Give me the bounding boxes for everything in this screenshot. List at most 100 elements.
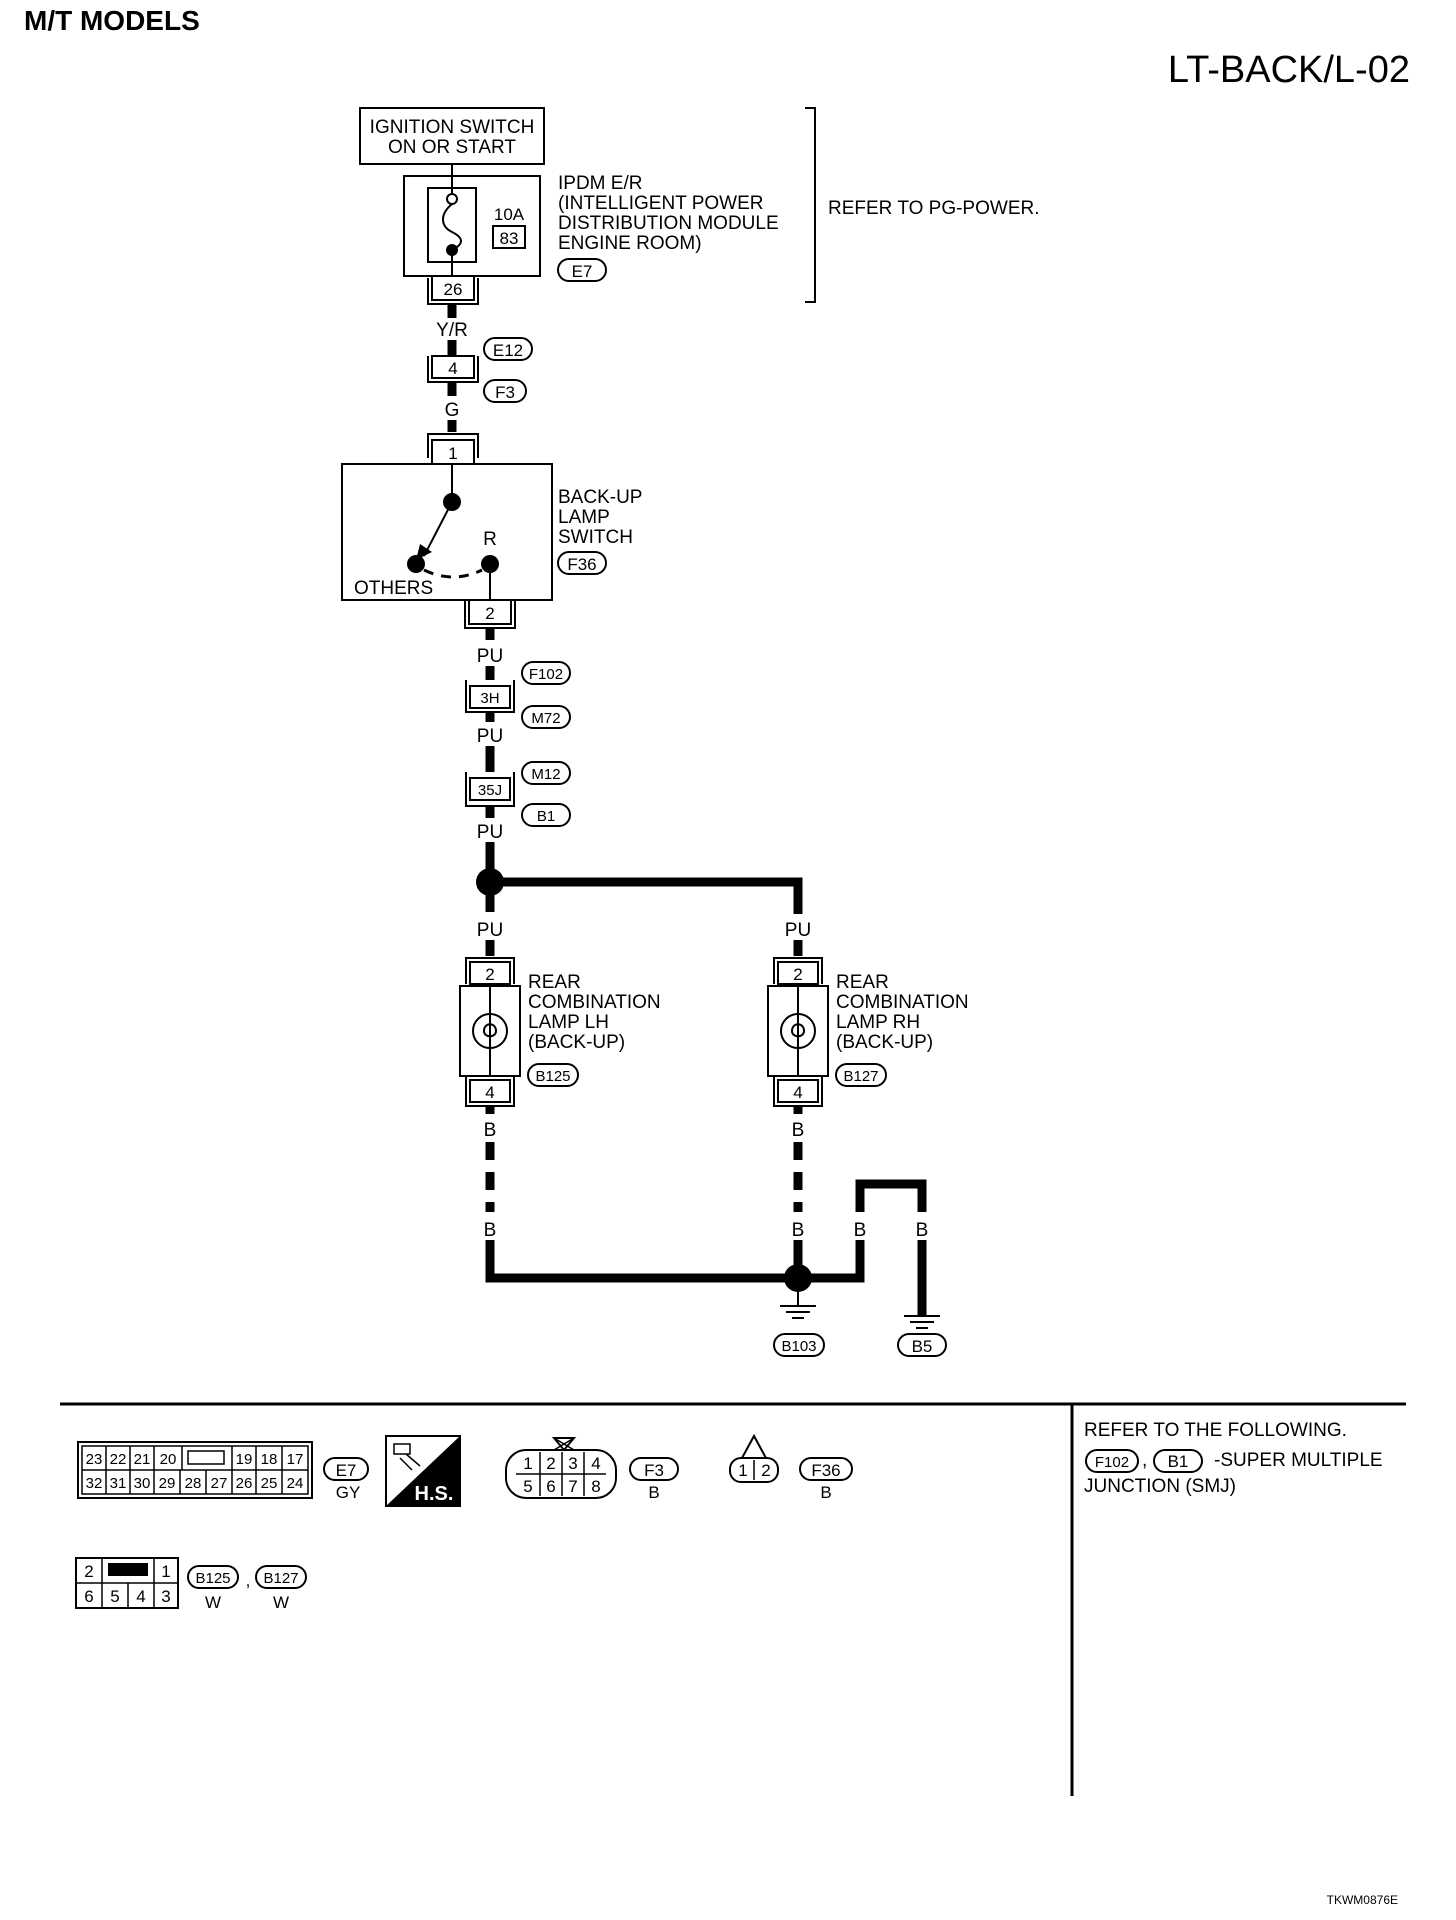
lamp-rh-label-2: COMBINATION — [836, 992, 969, 1013]
svg-text:E7: E7 — [572, 262, 593, 281]
ipdm-terminal: 26 — [427, 275, 479, 305]
svg-text:M72: M72 — [531, 710, 560, 727]
svg-text:F36: F36 — [567, 555, 596, 574]
svg-text:27: 27 — [211, 1475, 228, 1492]
svg-text:21: 21 — [134, 1451, 151, 1468]
wire-color-b-rh-top: B — [792, 1120, 805, 1141]
ignition-line-2: ON OR START — [388, 137, 516, 158]
svg-text:4: 4 — [793, 1083, 802, 1102]
svg-text:2: 2 — [485, 965, 494, 984]
svg-text:F3: F3 — [644, 1461, 664, 1480]
svg-text:4: 4 — [448, 359, 457, 378]
svg-text:4: 4 — [485, 1083, 494, 1102]
svg-text:8: 8 — [591, 1477, 600, 1496]
refer-separator: , — [1142, 1450, 1147, 1471]
connector-badge-m72: M72 — [521, 705, 571, 729]
connector-view-e7-badge: E7 GY — [323, 1457, 369, 1502]
svg-text:B127: B127 — [263, 1570, 298, 1587]
lamp-rh-label-4: (BACK-UP) — [836, 1032, 933, 1053]
connector-m12-b1: 35J — [465, 772, 515, 807]
lamp-rh-label-1: REAR — [836, 972, 889, 993]
connector-badge-f102: F102 — [521, 661, 571, 685]
fuse-rating: 10A — [494, 205, 525, 224]
svg-text:F102: F102 — [529, 666, 563, 683]
switch-dashed-link — [423, 568, 483, 579]
svg-text:B127: B127 — [843, 1068, 878, 1085]
rear-lamp-lh: 2 4 — [459, 957, 521, 1107]
svg-text:M12: M12 — [531, 766, 560, 783]
svg-text:18: 18 — [261, 1451, 278, 1468]
switch-terminal-out: 2 — [464, 599, 516, 629]
svg-text:GY: GY — [336, 1483, 361, 1502]
backup-lamp-switch: 1 R OTHERS — [341, 433, 553, 601]
harness-side-icon: H.S. — [385, 1435, 461, 1507]
refer-power-note: REFER TO PG-POWER. — [828, 198, 1040, 219]
svg-text:6: 6 — [84, 1587, 93, 1606]
fuse-icon — [442, 203, 462, 251]
svg-text:B125: B125 — [195, 1570, 230, 1587]
connector-badge-b1: B1 — [521, 803, 571, 827]
svg-text:2: 2 — [761, 1461, 770, 1480]
svg-text:3: 3 — [161, 1587, 170, 1606]
svg-text:6: 6 — [546, 1477, 555, 1496]
ipdm-label-3: DISTRIBUTION MODULE — [558, 213, 779, 234]
lamp-lh-connector-badge: B125 — [527, 1063, 579, 1087]
wire-color-pu-2: PU — [477, 726, 503, 747]
lamp-lh-label-1: REAR — [528, 972, 581, 993]
connector-view-f3: 1 2 3 4 5 6 7 8 — [505, 1437, 617, 1499]
ignition-switch-box: IGNITION SWITCH ON OR START — [359, 107, 545, 165]
svg-text:3: 3 — [568, 1454, 577, 1473]
refer-badge-b1: B1 — [1153, 1449, 1203, 1473]
svg-text:2: 2 — [793, 965, 802, 984]
ipdm-block: 10A 83 — [403, 175, 541, 277]
svg-text:E12: E12 — [493, 341, 523, 360]
svg-text:1: 1 — [448, 444, 457, 463]
connector-badge-e12: E12 — [483, 337, 533, 361]
svg-text:32: 32 — [86, 1475, 103, 1492]
fuse-top-terminal — [446, 193, 458, 205]
svg-text:3H: 3H — [480, 690, 499, 707]
svg-text:2: 2 — [485, 604, 494, 623]
svg-text:B125: B125 — [535, 1068, 570, 1085]
svg-text:4: 4 — [136, 1587, 145, 1606]
svg-text:B: B — [648, 1483, 659, 1502]
switch-contact-others — [407, 555, 425, 573]
connector-f102-m72: 3H — [465, 680, 515, 713]
svg-text:B1: B1 — [537, 808, 555, 825]
lamp-rh-connector-badge: B127 — [835, 1063, 887, 1087]
wire-color-pu-lh: PU — [477, 920, 503, 941]
switch-pos-others: OTHERS — [354, 578, 433, 599]
svg-text:26: 26 — [444, 280, 463, 299]
svg-text:31: 31 — [110, 1475, 127, 1492]
svg-text:25: 25 — [261, 1475, 278, 1492]
ipdm-label-4: ENGINE ROOM) — [558, 233, 702, 254]
ground-b103: B103 — [773, 1278, 825, 1357]
ground-b5: B5 — [897, 1315, 947, 1357]
wire-color-pu-rh: PU — [785, 920, 811, 941]
lamp-lh-label-3: LAMP LH — [528, 1012, 609, 1033]
svg-text:H.S.: H.S. — [415, 1483, 454, 1505]
page-id: LT-BACK/L-02 — [1168, 49, 1410, 91]
svg-text:35J: 35J — [478, 782, 502, 799]
switch-label-3: SWITCH — [558, 527, 633, 548]
svg-text:5: 5 — [110, 1587, 119, 1606]
svg-text:23: 23 — [86, 1451, 103, 1468]
svg-text:7: 7 — [568, 1477, 577, 1496]
connector-view-f36: 1 2 — [729, 1433, 779, 1483]
connector-view-e7: 23 22 21 20 19 18 17 32 31 30 29 28 27 2… — [77, 1441, 313, 1499]
connector-view-f3-badge: F3 B — [629, 1457, 679, 1502]
wire-color-b-rh-mid: B — [792, 1220, 805, 1241]
svg-text:B103: B103 — [781, 1338, 816, 1355]
switch-label-2: LAMP — [558, 507, 610, 528]
wire-color-b-gnd2: B — [916, 1220, 929, 1241]
svg-text:W: W — [205, 1593, 221, 1612]
connector-badge-f3: F3 — [483, 379, 527, 403]
svg-text:22: 22 — [110, 1451, 127, 1468]
svg-text:24: 24 — [287, 1475, 304, 1492]
switch-connector-badge: F36 — [557, 551, 607, 575]
svg-text:F102: F102 — [1095, 1454, 1129, 1471]
svg-text:29: 29 — [159, 1475, 176, 1492]
svg-text:E7: E7 — [336, 1461, 357, 1480]
wire-color-pu-1: PU — [477, 646, 503, 667]
power-bracket — [805, 107, 816, 303]
